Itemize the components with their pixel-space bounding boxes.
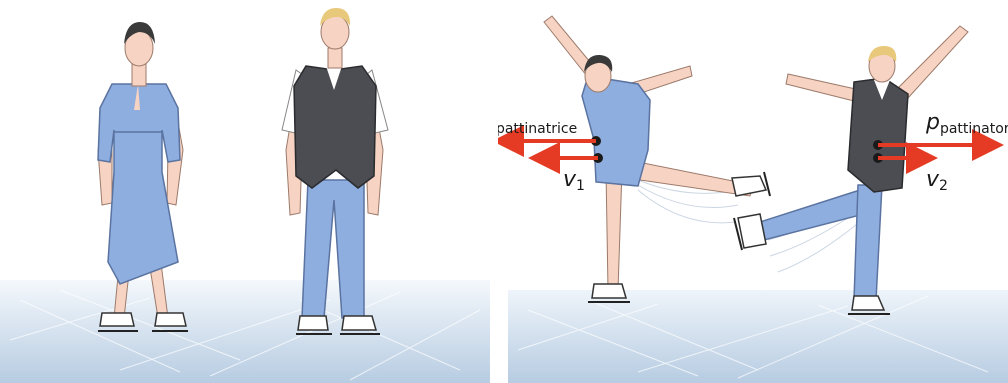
p-male-label: ppattinatore [925, 110, 1008, 137]
p-female-label: ppattinatrice [498, 110, 577, 137]
pushing-skaters-panel: ppattinatrice v1 ppattinatore v2 [498, 0, 1008, 383]
pushing-skaters-scene: ppattinatrice v1 ppattinatore v2 [498, 0, 1008, 383]
standing-skaters-panel [0, 0, 490, 383]
standing-skaters-scene [0, 0, 490, 383]
v2-label: v2 [926, 167, 948, 194]
v1-label: v1 [563, 167, 585, 194]
